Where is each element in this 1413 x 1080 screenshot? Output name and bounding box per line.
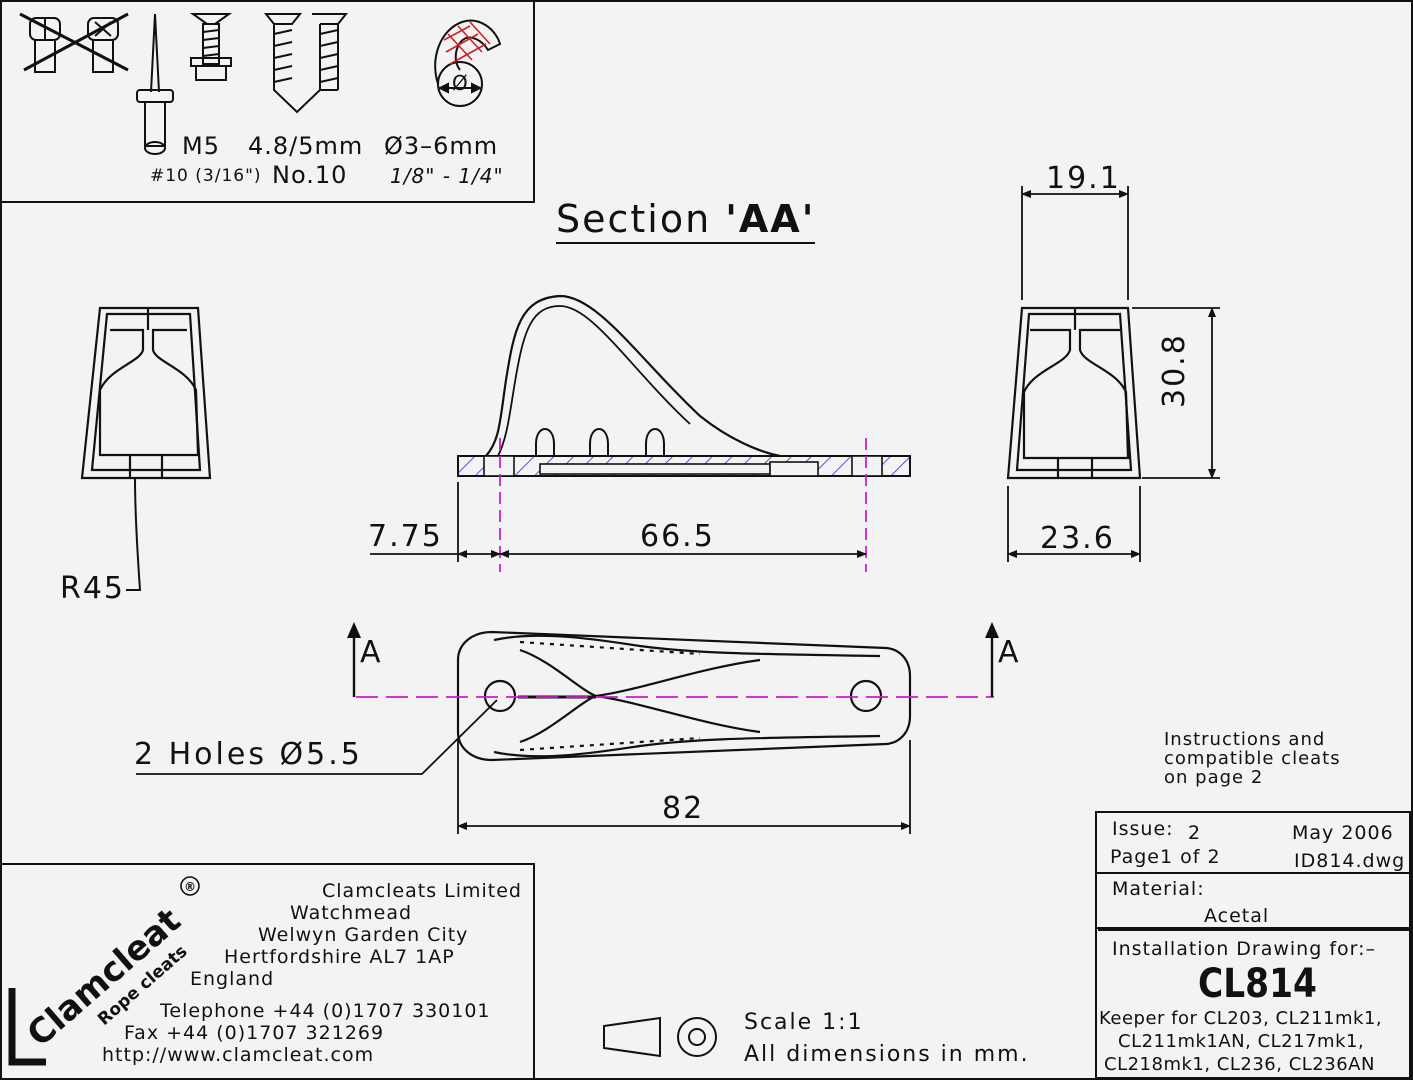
company-address-3: Hertfordshire AL7 1AP (224, 946, 455, 968)
company-address-1: Watchmead (290, 902, 413, 924)
note-line-3: on page 2 (1164, 767, 1264, 788)
fastener-box: Ø (1, 1, 535, 203)
section-marker-left: A (360, 635, 383, 670)
section-arrow-right (985, 622, 999, 697)
installation-label: Installation Drawing for:– (1112, 938, 1377, 960)
units-label: All dimensions in mm. (744, 1042, 1030, 1067)
screw-number-label: No.10 (272, 161, 348, 189)
dim-radius-label: R45 (60, 571, 126, 606)
issue-date: May 2006 (1292, 822, 1394, 844)
wood-screws-icon (263, 13, 349, 114)
section-centerlines (499, 438, 867, 572)
compatible-cleats-line-2: CL211mk1AN, CL217mk1, (1118, 1031, 1365, 1052)
screw-size-label: 4.8/5mm (248, 132, 364, 160)
title-block-frame (1095, 811, 1411, 1079)
company-phone: Telephone +44 (0)1707 330101 (160, 1000, 491, 1022)
section-title-prefix: Section (556, 197, 726, 241)
dim-height (1132, 307, 1220, 479)
dim-base-width (1007, 486, 1141, 562)
page-number: Page1 of 2 (1110, 846, 1221, 868)
plan-view (456, 630, 912, 762)
company-address-2: Welwyn Garden City (258, 924, 469, 946)
dim-top-width (1021, 186, 1129, 300)
company-address-4: England (190, 968, 275, 990)
section-title: Section 'AA' (556, 197, 816, 244)
dim-overall-length (457, 740, 911, 834)
dim-base-width-label: 23.6 (1040, 521, 1115, 556)
dim-overall-length-label: 82 (662, 791, 705, 826)
company-box (1, 863, 535, 1078)
note-line-2: compatible cleats (1164, 748, 1341, 769)
dim-spacing-label: 66.5 (640, 519, 715, 554)
section-view (457, 294, 911, 477)
holes-label: 2 Holes Ø5.5 (134, 737, 363, 772)
right-end-view (1006, 306, 1142, 480)
section-marker-right: A (998, 635, 1021, 670)
rivet-imperial-label: #10 (3/16") (150, 166, 262, 186)
material-value: Acetal (1204, 905, 1270, 927)
bolt-icon (189, 13, 233, 81)
holes-leader (136, 699, 498, 775)
rope-imperial-label: 1/8" - 1/4" (390, 164, 504, 188)
left-end-view (80, 306, 212, 480)
section-title-id: 'AA' (725, 197, 816, 241)
scale-label: Scale 1:1 (744, 1010, 864, 1035)
issue-label: Issue: (1112, 818, 1174, 840)
issue-value: 2 (1188, 822, 1202, 844)
part-number: CL814 (1198, 961, 1317, 1007)
rope-diameter-symbol: Ø (452, 71, 468, 95)
projection-symbol-icon (603, 1016, 717, 1058)
note-line-1: Instructions and (1164, 729, 1326, 750)
compatible-cleats-line-3: CL218mk1, CL236, CL236AN (1104, 1054, 1375, 1075)
company-website[interactable]: http://www.clamcleat.com (102, 1044, 375, 1066)
rivet-icon (136, 13, 174, 155)
company-name: Clamcleats Limited (322, 880, 522, 902)
material-label: Material: (1112, 878, 1205, 900)
dim-offset-and-spacing (370, 482, 867, 562)
crossed-out-screws-icon (19, 12, 129, 73)
dim-top-width-label: 19.1 (1046, 161, 1121, 196)
instructions-note: Instructions and compatible cleats on pa… (1164, 730, 1341, 787)
rope-diameter-label: Ø3–6mm (384, 132, 499, 160)
radius-leader (126, 477, 142, 591)
drawing-file-name: ID814.dwg (1294, 850, 1406, 872)
compatible-cleats-line-1: Keeper for CL203, CL211mk1, (1099, 1008, 1383, 1029)
dim-height-label: 30.8 (1157, 333, 1192, 408)
company-fax: Fax +44 (0)1707 321269 (124, 1022, 385, 1044)
registered-mark-icon: ® (184, 880, 196, 894)
rope-icon: Ø (434, 19, 502, 107)
dim-offset-label: 7.75 (368, 519, 443, 554)
rivet-size-label: M5 (182, 132, 220, 160)
section-arrow-left (347, 622, 361, 697)
